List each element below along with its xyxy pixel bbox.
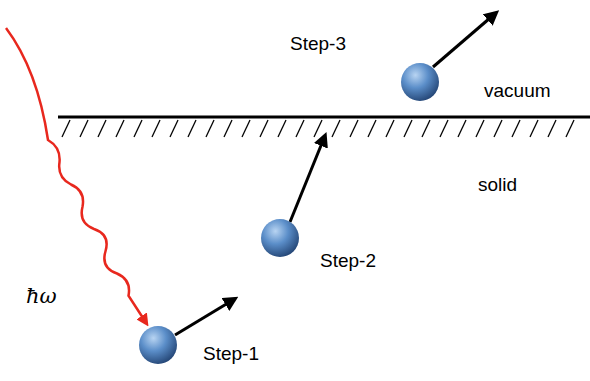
electron-ball xyxy=(261,219,299,257)
step-label: Step-3 xyxy=(290,33,346,56)
region-label: vacuum xyxy=(484,80,551,103)
electron-arrow xyxy=(433,18,490,67)
solid-hatching xyxy=(62,120,574,137)
electron-ball xyxy=(401,63,439,101)
electron-arrow xyxy=(175,303,228,335)
surface-line xyxy=(58,116,590,119)
region-label: solid xyxy=(478,174,517,197)
electron-arrow xyxy=(290,143,322,222)
electron-ball xyxy=(139,326,177,364)
step-label: Step-2 xyxy=(320,250,376,273)
photon-energy-label: ħω xyxy=(26,284,57,309)
step-label: Step-1 xyxy=(203,343,259,366)
photon-wave xyxy=(6,28,143,318)
